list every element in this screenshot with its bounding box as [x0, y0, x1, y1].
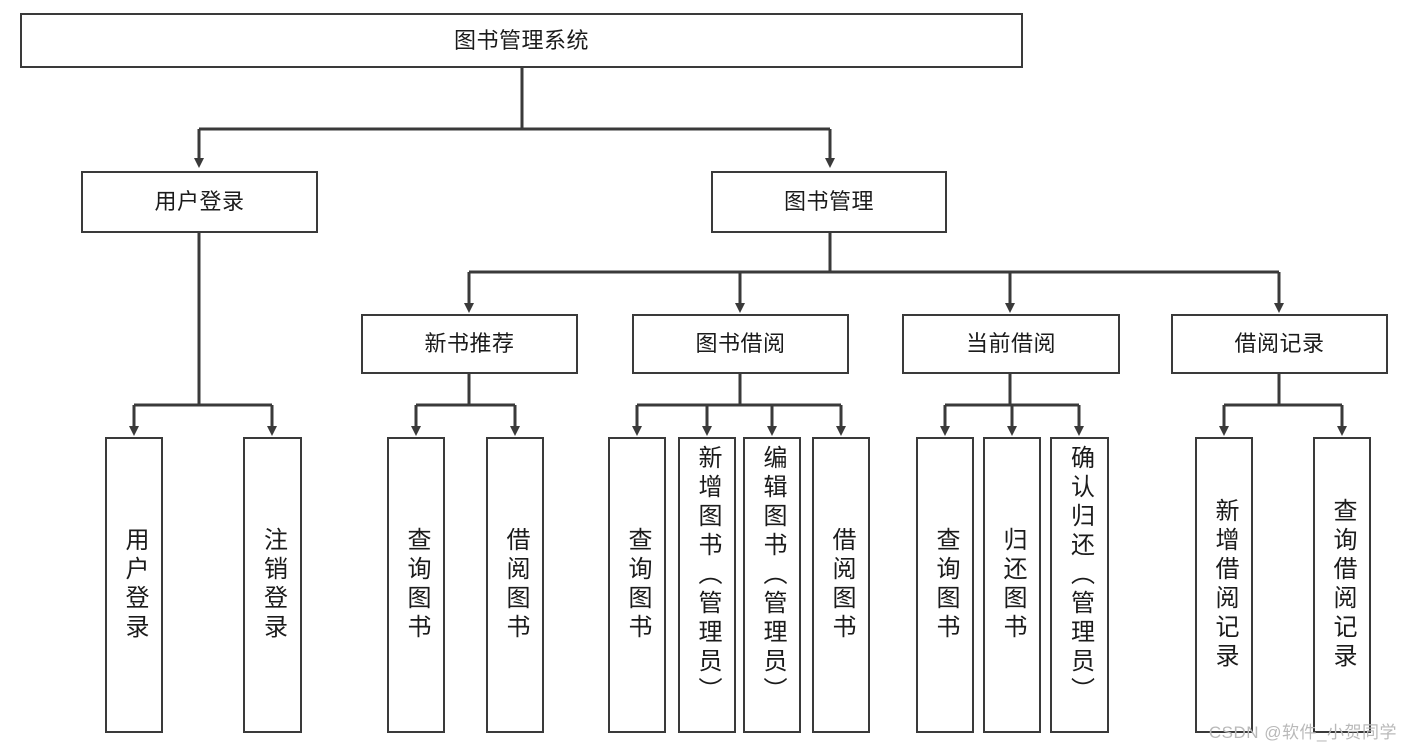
node-borrow-record[interactable]: 借阅记录 [1171, 314, 1388, 374]
node-leaf-add-borrow-record[interactable]: 新增借阅记录 [1195, 437, 1253, 733]
node-leaf-confirm-return-admin[interactable]: 确认归还（管理员） [1050, 437, 1109, 733]
node-user-login[interactable]: 用户登录 [81, 171, 318, 233]
node-root[interactable]: 图书管理系统 [20, 13, 1023, 68]
node-leaf-borrow-book-recommend-label: 借阅图书 [502, 527, 529, 643]
node-leaf-borrow-book-label: 借阅图书 [828, 527, 855, 643]
node-leaf-return-book[interactable]: 归还图书 [983, 437, 1041, 733]
watermark-text: CSDN @软件_小贺同学 [1208, 723, 1397, 742]
node-leaf-query-book-borrow-label: 查询图书 [624, 527, 651, 643]
node-leaf-query-book-current[interactable]: 查询图书 [916, 437, 974, 733]
node-leaf-query-book-recommend[interactable]: 查询图书 [387, 437, 445, 733]
node-book-management-label: 图书管理 [783, 189, 874, 215]
node-leaf-borrow-book-recommend[interactable]: 借阅图书 [486, 437, 544, 733]
node-leaf-confirm-return-admin-label: 确认归还（管理员） [1066, 445, 1094, 706]
node-new-book-recommend[interactable]: 新书推荐 [361, 314, 578, 374]
node-leaf-user-login-label: 用户登录 [121, 527, 148, 643]
node-leaf-query-book-current-label: 查询图书 [932, 527, 959, 643]
node-current-borrow[interactable]: 当前借阅 [902, 314, 1120, 374]
node-user-login-label: 用户登录 [154, 189, 245, 215]
node-leaf-borrow-book[interactable]: 借阅图书 [812, 437, 870, 733]
node-leaf-edit-book-admin-label: 编辑图书（管理员） [759, 445, 786, 706]
node-book-borrow[interactable]: 图书借阅 [632, 314, 849, 374]
node-book-management[interactable]: 图书管理 [711, 171, 947, 233]
node-borrow-record-label: 借阅记录 [1234, 331, 1325, 357]
node-leaf-query-borrow-record[interactable]: 查询借阅记录 [1313, 437, 1371, 733]
node-current-borrow-label: 当前借阅 [965, 331, 1056, 357]
node-leaf-add-book-admin[interactable]: 新增图书（管理员） [678, 437, 736, 733]
node-leaf-add-borrow-record-label: 新增借阅记录 [1211, 498, 1238, 672]
node-leaf-add-book-admin-label: 新增图书（管理员） [694, 445, 721, 706]
node-new-book-recommend-label: 新书推荐 [424, 331, 515, 357]
node-book-borrow-label: 图书借阅 [695, 331, 786, 357]
node-leaf-return-book-label: 归还图书 [999, 527, 1026, 643]
node-leaf-user-login[interactable]: 用户登录 [105, 437, 163, 733]
node-root-label: 图书管理系统 [453, 27, 589, 53]
node-leaf-query-book-borrow[interactable]: 查询图书 [608, 437, 666, 733]
node-leaf-query-book-recommend-label: 查询图书 [403, 527, 430, 643]
node-leaf-user-logout[interactable]: 注销登录 [243, 437, 302, 733]
node-leaf-user-logout-label: 注销登录 [259, 527, 287, 643]
node-leaf-query-borrow-record-label: 查询借阅记录 [1329, 498, 1356, 672]
node-leaf-edit-book-admin[interactable]: 编辑图书（管理员） [743, 437, 801, 733]
